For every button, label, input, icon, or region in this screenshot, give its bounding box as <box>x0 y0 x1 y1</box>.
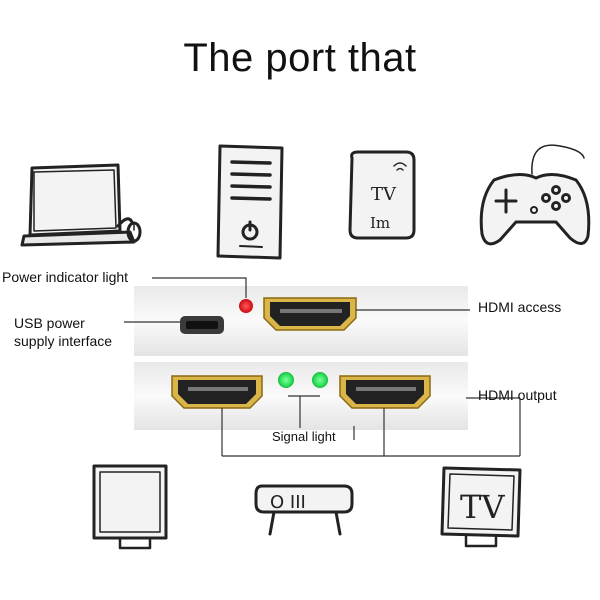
signal-led-1 <box>278 372 294 388</box>
usb-power-port-icon <box>180 316 224 334</box>
label-hdmi-access: HDMI access <box>478 299 562 315</box>
page-title: The port that <box>183 36 417 80</box>
tv-box-text-top: TV <box>371 184 397 205</box>
monitor-sketch-icon <box>92 464 168 550</box>
projector-text: O III <box>270 492 306 513</box>
pc-tower-sketch-icon <box>216 144 284 260</box>
laptop-sketch-icon <box>20 163 142 247</box>
label-usb-power-line2: supply interface <box>14 333 113 349</box>
label-power-indicator: Power indicator light <box>2 269 129 285</box>
hdmi-input-port-icon <box>263 297 357 331</box>
label-signal-light: Signal light <box>272 429 336 444</box>
signal-led-2 <box>312 372 328 388</box>
hdmi-output-port-1-icon <box>171 375 263 409</box>
hdmi-output-port-2-icon <box>339 375 431 409</box>
tv-output-text: TV <box>460 488 505 526</box>
power-indicator-led <box>239 299 253 313</box>
tv-sketch-icon: TV <box>440 466 522 548</box>
projector-sketch-icon: O III <box>254 484 354 536</box>
callout-lines <box>124 277 521 457</box>
tv-box-text-bottom: Im <box>370 214 390 232</box>
label-hdmi-output: HDMI output <box>478 387 557 403</box>
label-usb-power-line1: USB power <box>14 315 85 331</box>
hdmi-splitter-device <box>134 286 468 430</box>
gamepad-sketch-icon <box>479 144 591 246</box>
tv-box-sketch-icon: TV Im <box>348 150 416 240</box>
